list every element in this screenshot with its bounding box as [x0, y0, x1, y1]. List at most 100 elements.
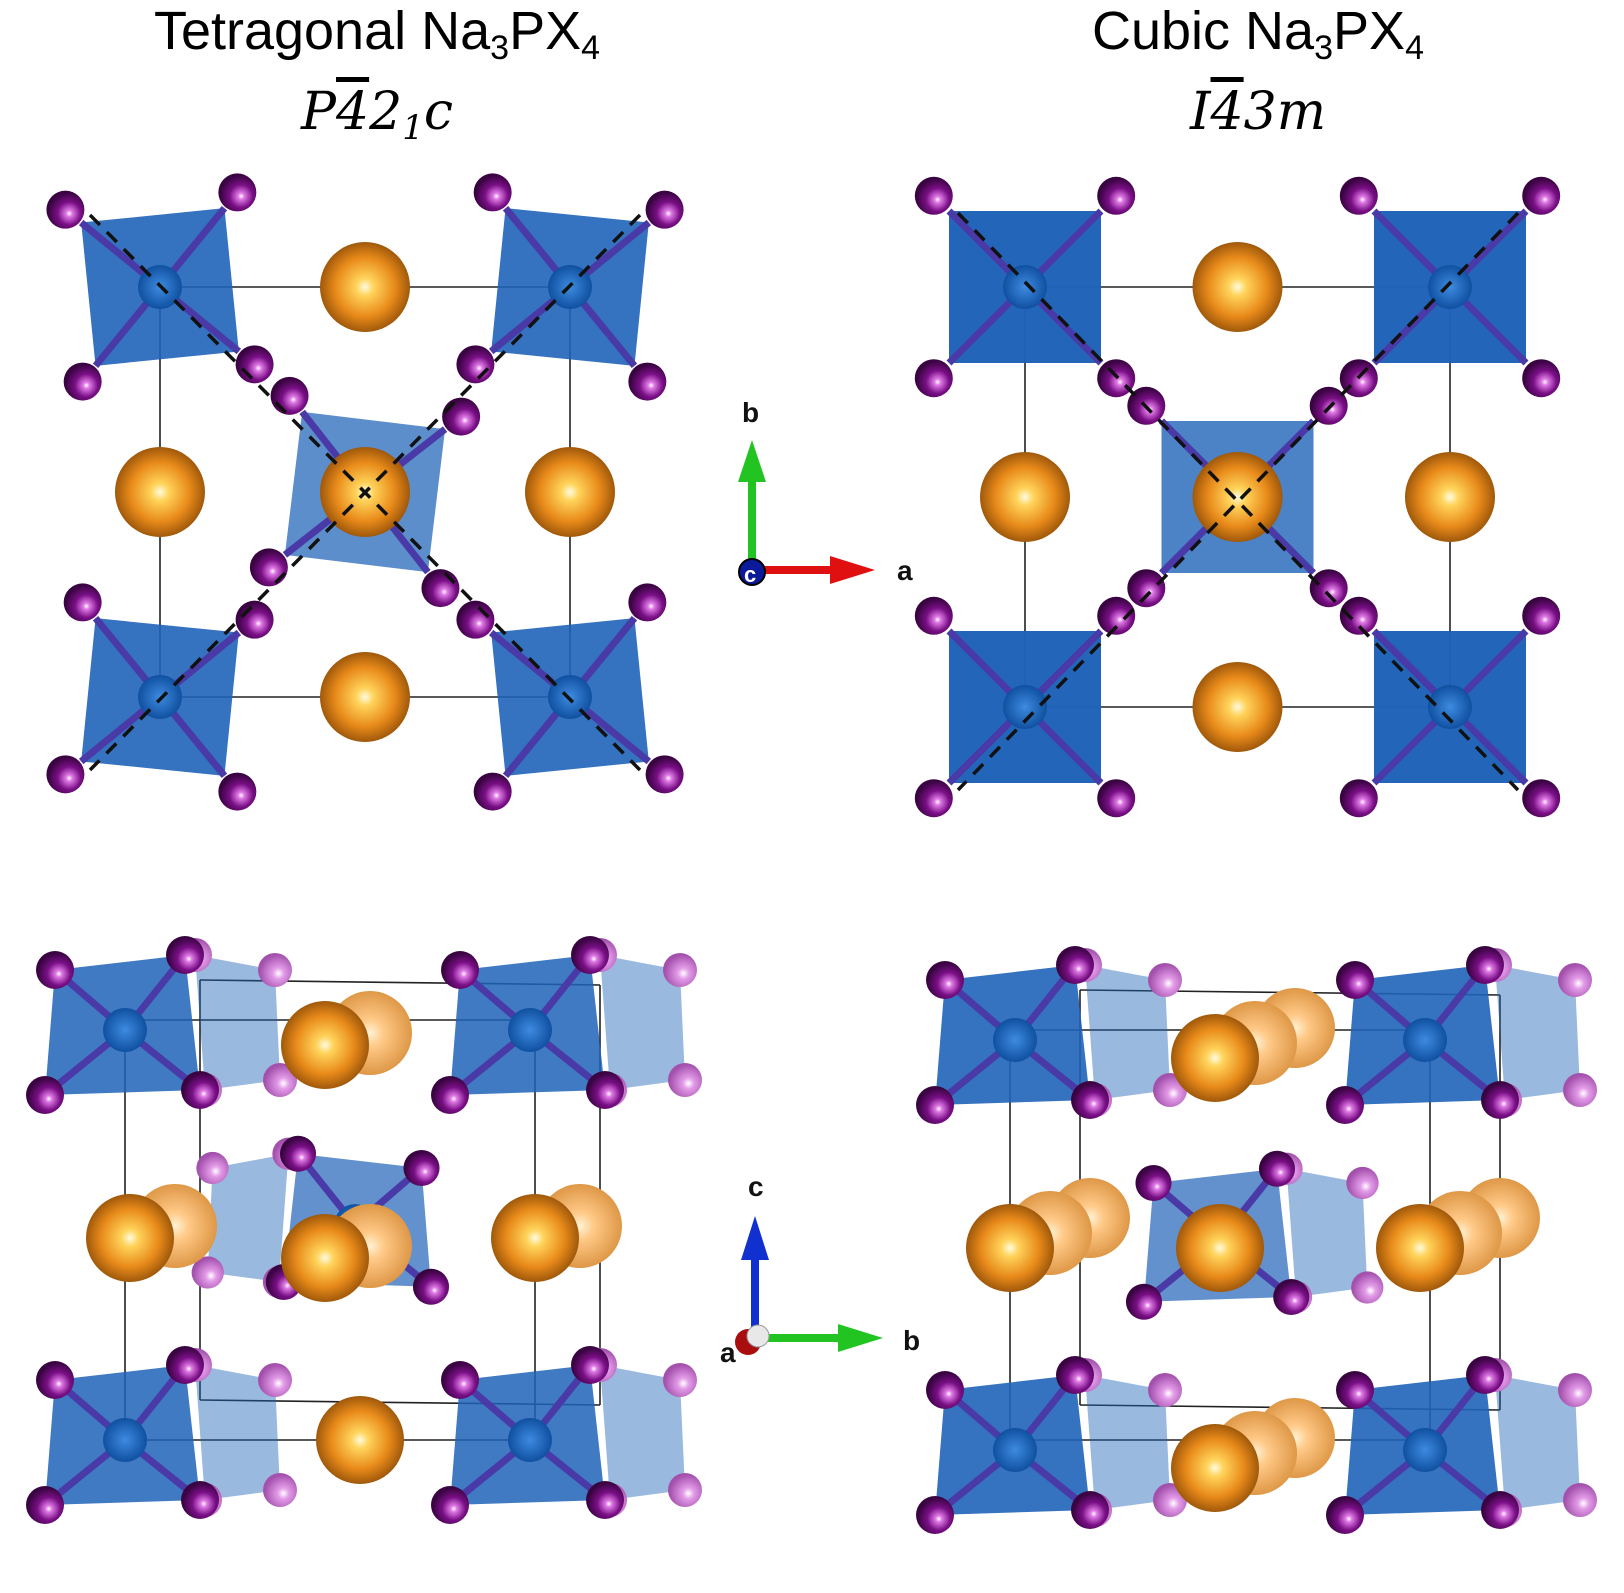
x-atom [441, 951, 479, 989]
x-atom [1125, 1283, 1163, 1320]
na-atom [491, 1194, 579, 1282]
x-atom [1466, 946, 1504, 984]
axis-b-head [738, 440, 766, 482]
x-atom [1309, 569, 1348, 608]
na-atom [320, 652, 410, 742]
px4-tetrahedron-back [195, 1365, 280, 1500]
x-atom-back [1563, 1073, 1597, 1107]
p-atom [1428, 265, 1472, 309]
p-atom [1403, 1428, 1447, 1472]
px4-tetrahedron-back [1085, 1375, 1170, 1510]
x-atom-back [663, 1363, 697, 1397]
p-atom [1403, 1018, 1447, 1062]
x-atom [628, 583, 667, 622]
axis-triad-top: a b c b c a [720, 397, 920, 1368]
p-atom [508, 1008, 552, 1052]
na-atom [115, 447, 205, 537]
x-atom [916, 1086, 954, 1124]
x-atom [412, 1268, 450, 1305]
x-atom [431, 1486, 469, 1524]
axis-c-head-bottom [741, 1216, 769, 1260]
x-atom [914, 359, 953, 398]
compound-name: Tetragonal Na3PX4 [153, 1, 601, 67]
p-atom [1003, 265, 1047, 309]
px4-tetrahedron-back [207, 1153, 289, 1282]
title-tetragonal: Tetragonal Na3PX4 P421c [27, 0, 727, 161]
x-atom [63, 362, 102, 401]
axis-label-c-bottom: c [748, 1171, 764, 1202]
x-atom [1127, 569, 1166, 608]
na-atom [1192, 452, 1283, 542]
x-atom [1097, 779, 1136, 818]
axis-label-a: a [897, 555, 913, 586]
x-atom-back [1558, 963, 1592, 997]
x-atom [473, 772, 512, 811]
x-atom [26, 1486, 64, 1524]
x-atom [926, 1371, 964, 1409]
na-atom [281, 1214, 369, 1302]
x-atom [916, 1496, 954, 1534]
x-atom [1481, 1491, 1519, 1529]
x-atom [1339, 779, 1378, 818]
x-atom [36, 1361, 74, 1399]
x-atom-back [663, 953, 697, 987]
px4-tetrahedron-back [600, 955, 685, 1090]
x-atom [1522, 176, 1561, 215]
x-atom [1336, 1371, 1374, 1409]
x-atom [1522, 359, 1561, 398]
x-atom [1135, 1164, 1172, 1202]
na-atom [1171, 1424, 1259, 1512]
space-group: I43m [1189, 82, 1327, 142]
na-atom [966, 1204, 1054, 1292]
x-atom [586, 1481, 624, 1519]
na-atom [86, 1194, 174, 1282]
x-atom [181, 1071, 219, 1109]
x-atom [1056, 1356, 1094, 1394]
axis-label-b-bottom: b [903, 1325, 920, 1356]
x-atom-back [1351, 1271, 1384, 1304]
na-atom [1192, 662, 1283, 752]
px4-tetrahedron-back [1495, 965, 1580, 1100]
x-atom [26, 1076, 64, 1114]
na-atom [1192, 242, 1283, 332]
x-atom [441, 1361, 479, 1399]
x-atom [235, 345, 274, 384]
structure-layer [26, 173, 1597, 1534]
x-atom [456, 600, 495, 639]
x-atom [628, 362, 667, 401]
x-atom [1273, 1278, 1310, 1316]
x-atom [36, 951, 74, 989]
x-atom [926, 961, 964, 999]
x-atom [235, 600, 274, 639]
na-atom [1376, 1204, 1464, 1292]
x-atom [1326, 1496, 1364, 1534]
x-atom-back [1563, 1483, 1597, 1517]
na-atom [1405, 452, 1495, 542]
x-atom-back [1346, 1166, 1379, 1200]
x-atom [1481, 1081, 1519, 1119]
x-atom [645, 755, 684, 794]
x-atom [63, 583, 102, 622]
p-atom [993, 1018, 1037, 1062]
diagonal-guide [88, 213, 642, 772]
x-atom-back [1148, 1373, 1182, 1407]
x-atom [1336, 961, 1374, 999]
p-atom [1003, 685, 1047, 729]
px4-tetrahedron-back [1286, 1168, 1368, 1297]
title-cubic: Cubic Na3PX4 I43m [908, 0, 1608, 161]
x-atom [1326, 1086, 1364, 1124]
axis-b-head-bottom [838, 1324, 883, 1352]
space-group: P421c [301, 82, 453, 148]
x-atom [1056, 946, 1094, 984]
x-atom-back [668, 1473, 702, 1507]
x-atom-back [263, 1063, 297, 1097]
x-atom [645, 190, 684, 229]
na-atom [320, 242, 410, 332]
compound-name: Cubic Na3PX4 [1092, 1, 1424, 67]
x-atom [1466, 1356, 1504, 1394]
axis-label-b: b [742, 397, 759, 428]
x-atom [431, 1076, 469, 1114]
x-atom [1097, 176, 1136, 215]
axis-origin-bottom [746, 1324, 770, 1348]
